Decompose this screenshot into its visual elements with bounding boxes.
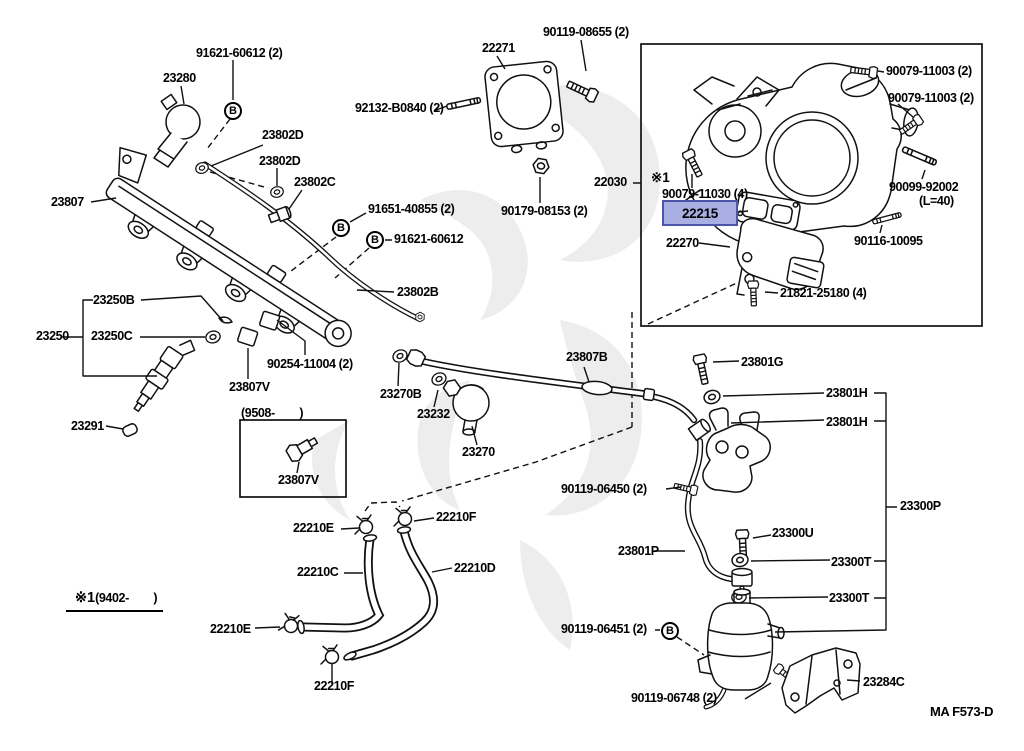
callout-23802d-2: 23802D	[259, 154, 301, 168]
fastener-symbol-b-4: B	[661, 622, 679, 640]
callout-23270: 23270	[462, 445, 495, 459]
ref-mark-throttle: ※1	[651, 170, 670, 185]
callout-22210c: 22210C	[297, 565, 339, 579]
callout-22030: 22030	[594, 175, 627, 189]
callout-90119-06451: 90119-06451 (2)	[561, 622, 647, 636]
callout-23291: 23291	[71, 419, 104, 433]
insulator-9508-drawing	[285, 437, 319, 462]
grouping-boxes	[239, 43, 983, 498]
callout-23280: 23280	[163, 71, 196, 85]
callout-23284c: 23284C	[863, 675, 905, 689]
callout-23801g: 23801G	[741, 355, 784, 369]
callout-23802b: 23802B	[397, 285, 439, 299]
fastener-symbol-b-3: B	[366, 231, 384, 249]
callout-90119-08655: 90119-08655 (2)	[543, 25, 629, 39]
callout-92132-b0840: 92132-B0840 (2)	[355, 101, 444, 115]
callout-23807b: 23807B	[566, 350, 608, 364]
callout-90254-11004: 90254-11004 (2)	[267, 357, 353, 371]
callout-22210e-low: 22210E	[210, 622, 251, 636]
callout-23270b: 23270B	[380, 387, 422, 401]
cold-start-injector-drawing	[153, 93, 201, 168]
production-range-note: ※1(9402- )	[66, 571, 164, 612]
fuel-rail-drawing	[105, 146, 352, 348]
callout-23250b: 23250B	[93, 293, 135, 307]
callout-23250: 23250	[36, 329, 69, 343]
throttle-gasket-drawing	[484, 60, 564, 154]
callout-22210d: 22210D	[454, 561, 496, 575]
callout-90119-06450: 90119-06450 (2)	[561, 482, 647, 496]
ref-mark: ※1	[74, 590, 96, 606]
callout-90099-92002: 90099-92002	[889, 180, 959, 194]
callout-91621-60612-top: 91621-60612 (2)	[196, 46, 283, 60]
box-9508-note: (9508- )	[241, 406, 304, 420]
callout-90119-06748: 90119-06748 (2)	[631, 691, 717, 705]
callout-21821-25180: 21821-25180 (4)	[780, 286, 867, 300]
callout-23802c: 23802C	[294, 175, 336, 189]
callout-23807: 23807	[51, 195, 84, 209]
callout-90079-11003-2: 90079-11003 (2)	[888, 91, 974, 105]
callout-90116-10095: 90116-10095	[854, 234, 923, 248]
range-9508-box	[239, 419, 347, 498]
callout-90179-08153: 90179-08153 (2)	[501, 204, 588, 218]
callout-22210f-top: 22210F	[436, 510, 476, 524]
callout-90079-11030: 90079-11030 (4)	[662, 187, 748, 201]
union-23802c-drawing	[267, 205, 292, 224]
figure-code: MA F573-D	[930, 704, 994, 719]
fastener-symbol-b-2: B	[332, 219, 350, 237]
callout-23807v-box: 23807V	[278, 473, 319, 487]
callout-23300t-2: 23300T	[829, 591, 869, 605]
ref-range: (9402- )	[95, 591, 158, 605]
filter-bracket-drawing	[781, 647, 861, 714]
callout-l40: (L=40)	[919, 194, 954, 208]
callout-23801h-2: 23801H	[826, 415, 868, 429]
callout-23807v-main: 23807V	[229, 380, 270, 394]
pipe-clamp-bracket-drawing	[702, 407, 771, 493]
fuel-filter-drawing	[697, 588, 785, 691]
throttle-assembly-box	[640, 43, 983, 327]
callout-23250c: 23250C	[91, 329, 133, 343]
highlighted-callout[interactable]: 22215	[662, 200, 738, 226]
callout-23801h-1: 23801H	[826, 386, 868, 400]
callout-22210f-low: 22210F	[314, 679, 354, 693]
callout-91651-40855: 91651-40855 (2)	[368, 202, 455, 216]
leader-lines	[62, 39, 926, 700]
callout-23300t-1: 23300T	[831, 555, 871, 569]
callout-22270: 22270	[666, 236, 699, 250]
callout-91621-60612-mid: 91621-60612	[394, 232, 464, 246]
callout-23801p: 23801P	[618, 544, 659, 558]
callout-22271: 22271	[482, 41, 515, 55]
callout-23300u: 23300U	[772, 526, 814, 540]
fuel-injector-drawing	[133, 339, 196, 413]
callout-23300p: 23300P	[900, 499, 941, 513]
fastener-symbol-b-1: B	[224, 102, 242, 120]
throttle-position-sensor-drawing	[736, 217, 825, 296]
callout-23232: 23232	[417, 407, 450, 421]
callout-90079-11003-1: 90079-11003 (2)	[886, 64, 972, 78]
callout-23802d-1: 23802D	[262, 128, 304, 142]
part-drawings	[105, 60, 938, 714]
callout-22210e-top: 22210E	[293, 521, 334, 535]
pressure-regulator-drawing	[442, 379, 490, 436]
